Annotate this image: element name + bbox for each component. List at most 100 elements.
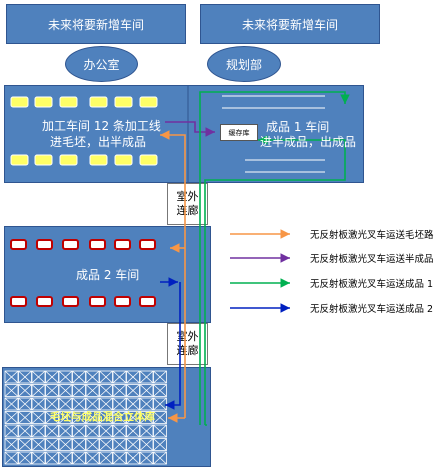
rack-cell-cross <box>126 411 140 424</box>
rack-cell-cross <box>58 424 73 438</box>
rack-cell <box>31 384 46 397</box>
rack-cell-cross <box>4 370 19 384</box>
corridor-2-line2: 连廊 <box>176 344 199 357</box>
rack-cell-cross <box>139 438 154 451</box>
rack-cell-cross <box>18 411 32 424</box>
rack-cell <box>4 397 19 411</box>
rack-cell-cross <box>31 424 46 438</box>
rack-cell <box>139 384 154 397</box>
corridor-2-line1: 室外 <box>176 330 199 343</box>
rack-cell-cross <box>112 397 127 411</box>
legend-text-purple: 无反射板激光叉车运送半成品 <box>310 254 434 265</box>
rack-cell-cross <box>72 384 86 397</box>
rack-cell <box>85 411 100 424</box>
rack-cell <box>99 397 113 411</box>
rack-cell-cross <box>139 411 154 424</box>
rack-cell <box>139 424 154 438</box>
rack-cell <box>45 370 59 384</box>
rack-cell <box>126 451 140 465</box>
corridor-1-line1: 室外 <box>176 190 199 203</box>
rack-cell-cross <box>112 424 127 438</box>
rack-cell <box>4 451 19 465</box>
product-1-line2: 进半成品，出成品 <box>260 135 357 149</box>
rack-cell-cross <box>72 451 86 465</box>
rack-cell <box>72 397 86 411</box>
legend-text-orange: 无反射板激光叉车运送毛坯路 <box>310 230 434 241</box>
rack-cell <box>112 438 127 451</box>
future-workshop-right: 未来将要新增车间 <box>200 4 380 44</box>
rack-cell-cross <box>112 411 127 424</box>
rack-cell <box>72 438 86 451</box>
rack-cell <box>18 424 32 438</box>
rack-cell-cross <box>58 397 73 411</box>
rack-cell <box>72 451 86 465</box>
rack-cell-cross <box>45 397 59 411</box>
rack-cell-cross <box>153 424 167 438</box>
rack-cell-cross <box>45 411 59 424</box>
rack-cell-cross <box>4 397 19 411</box>
route-finished1-green <box>199 91 350 426</box>
rack-cell-cross <box>126 424 140 438</box>
rack-cell-cross <box>18 438 32 451</box>
rack-cell <box>153 384 167 397</box>
rack-cell <box>85 438 100 451</box>
rack-cell <box>139 438 154 451</box>
rack-cell <box>153 370 167 384</box>
workshop-1-line2: 进毛坯，出半成品 <box>50 135 147 149</box>
rack-cell-cross <box>18 451 32 465</box>
rack-cell-cross <box>153 438 167 451</box>
rack-cell-cross <box>18 370 32 384</box>
rack-cell <box>31 451 46 465</box>
rack-cell <box>126 397 140 411</box>
rack-cell-cross <box>153 451 167 465</box>
rack-cell-cross <box>72 438 86 451</box>
rack-cell-cross <box>153 384 167 397</box>
rack-cell-cross <box>99 397 113 411</box>
future-workshop-left-label: 未来将要新增车间 <box>47 17 144 32</box>
product-1-lines <box>222 95 325 173</box>
rack-cell <box>58 451 73 465</box>
rack-cell-cross <box>72 370 86 384</box>
rack-cell-cross <box>99 384 113 397</box>
rack-cell <box>99 411 113 424</box>
rack-cell <box>126 384 140 397</box>
rack-cell <box>99 438 113 451</box>
rack-cell <box>45 438 59 451</box>
rack-cell <box>4 384 19 397</box>
rack-cell <box>45 411 59 424</box>
rack-cell-cross <box>45 370 59 384</box>
rack-cell <box>99 424 113 438</box>
warehouse-label: 毛坯与成品混合立体库 <box>50 411 155 423</box>
rack-cell <box>58 397 73 411</box>
rack-cell <box>85 397 100 411</box>
rack-cell <box>58 384 73 397</box>
rack-cell-cross <box>4 438 19 451</box>
workshop-1-machines <box>10 96 158 166</box>
office-label: 办公室 <box>83 57 120 72</box>
rack-cell <box>126 438 140 451</box>
rack-cell <box>4 370 19 384</box>
rack-cell-cross <box>4 384 19 397</box>
rack-cell <box>45 424 59 438</box>
rack-cell-cross <box>126 397 140 411</box>
rack-cell <box>31 438 46 451</box>
rack-cell <box>99 370 113 384</box>
rack-cell <box>99 451 113 465</box>
rack-cell-cross <box>72 397 86 411</box>
rack-cell-cross <box>99 411 113 424</box>
rack-cell-cross <box>153 370 167 384</box>
workshop-1-line1: 加工车间 12 条加工线 <box>42 119 161 133</box>
rack-cell-cross <box>126 451 140 465</box>
rack-cell-cross <box>139 397 154 411</box>
product-1-line1: 成品 1 车间 <box>266 120 330 134</box>
rack-cell-cross <box>31 384 46 397</box>
rack-cell-cross <box>85 384 100 397</box>
rack-cell-cross <box>85 411 100 424</box>
rack-cell-cross <box>99 370 113 384</box>
rack-cell-cross <box>153 397 167 411</box>
rack-cell-cross <box>72 424 86 438</box>
rack-cell <box>99 384 113 397</box>
rack-cell-cross <box>18 397 32 411</box>
route-semi-purple <box>165 121 215 137</box>
